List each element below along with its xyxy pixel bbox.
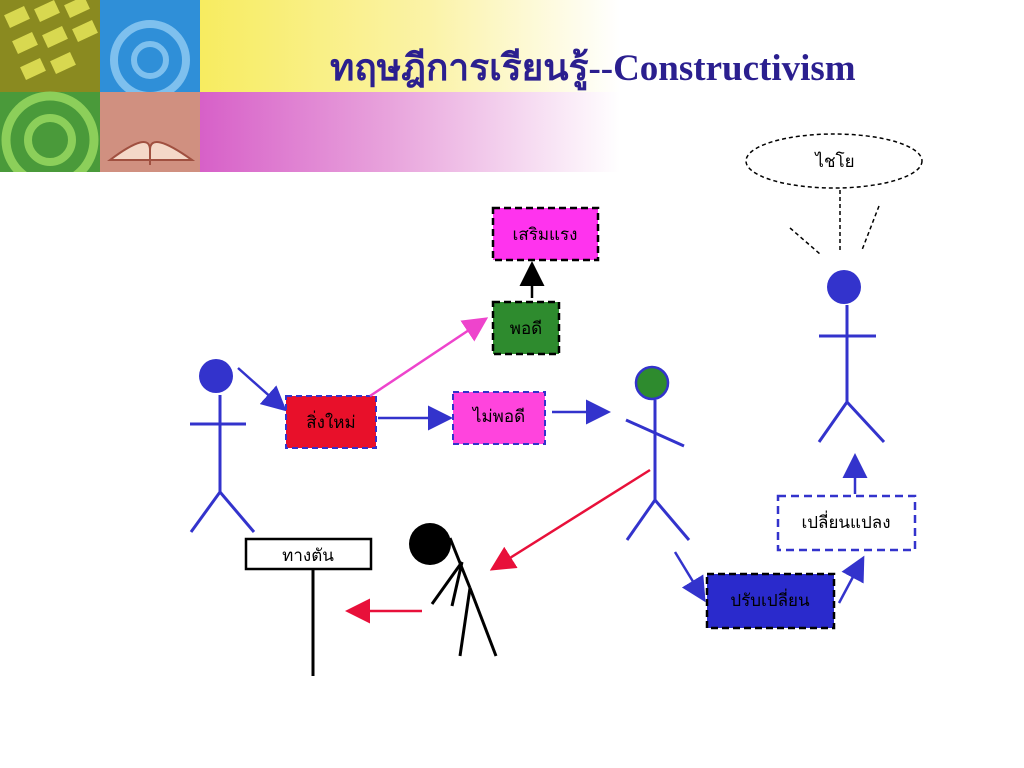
thinking-head — [634, 365, 670, 401]
not-satisfied-label: ไม่พอดี — [471, 406, 525, 427]
dead-end-sign: ทางตัน — [244, 537, 373, 676]
thought-bubble — [745, 133, 923, 255]
banner-pink-band — [200, 92, 620, 172]
arrow-to-change — [837, 555, 865, 604]
arrow-to-adjust — [673, 551, 706, 603]
green-circles-image — [0, 91, 100, 172]
thinking-figure — [625, 365, 691, 541]
banner-yellow-band — [200, 0, 620, 92]
adjust-box: ปรับเปลี่ยน — [705, 572, 836, 630]
learner-head — [199, 359, 233, 393]
not-satisfied-box: ไม่พอดี — [452, 391, 546, 445]
keyboard-image — [0, 0, 100, 92]
adjust-label: ปรับเปลี่ยน — [730, 588, 810, 611]
change-label: เปลี่ยนแปลง — [801, 510, 890, 533]
thought-label: ไชโย — [813, 151, 854, 172]
happy-head — [827, 270, 861, 304]
change-box: เปลี่ยนแปลง — [776, 494, 917, 552]
book-image — [100, 92, 200, 172]
new-thing-box: สิ่งใหม่ — [285, 395, 377, 449]
slumped-head — [409, 523, 451, 565]
arrow-to-new-thing — [237, 367, 287, 412]
satisfied-label: พอดี — [510, 319, 542, 339]
header-banner — [0, 0, 620, 172]
slumped-figure — [409, 523, 498, 657]
slide-title: ทฤษฎีการเรียนรู้--Constructivism — [330, 48, 856, 89]
arrow-to-satisfied — [369, 317, 489, 398]
happy-figure — [817, 270, 886, 444]
arrow-to-slumped-figure — [489, 468, 651, 571]
learner-figure — [189, 359, 256, 533]
reinforce-box: เสริมแรง — [491, 206, 600, 262]
dead-end-label: ทางตัน — [282, 546, 334, 566]
satisfied-box: พอดี — [491, 300, 561, 356]
new-thing-label: สิ่งใหม่ — [306, 410, 355, 433]
reinforce-label: เสริมแรง — [513, 225, 578, 245]
